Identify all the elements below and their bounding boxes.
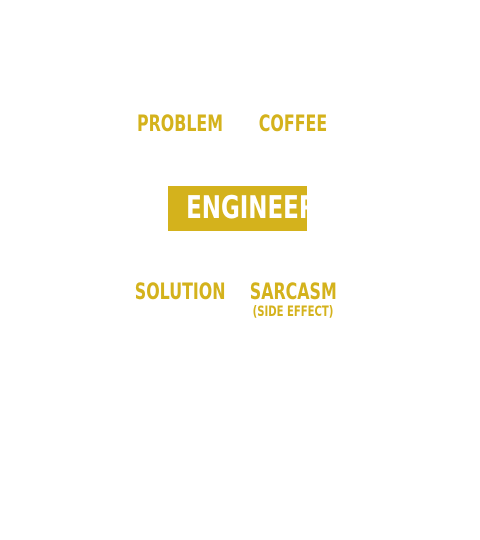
engineer-box: ENGINEER (168, 186, 317, 231)
input-problem-label: PROBLEM (136, 112, 224, 137)
output-solution-label: SOLUTION (134, 280, 226, 305)
engineer-label: ENGINEER (186, 190, 317, 226)
output-sarcasm-label: SARCASM (249, 280, 337, 305)
side-effect-note: (SIDE EFFECT) (252, 304, 334, 320)
input-coffee-label: COFFEE (258, 112, 328, 137)
